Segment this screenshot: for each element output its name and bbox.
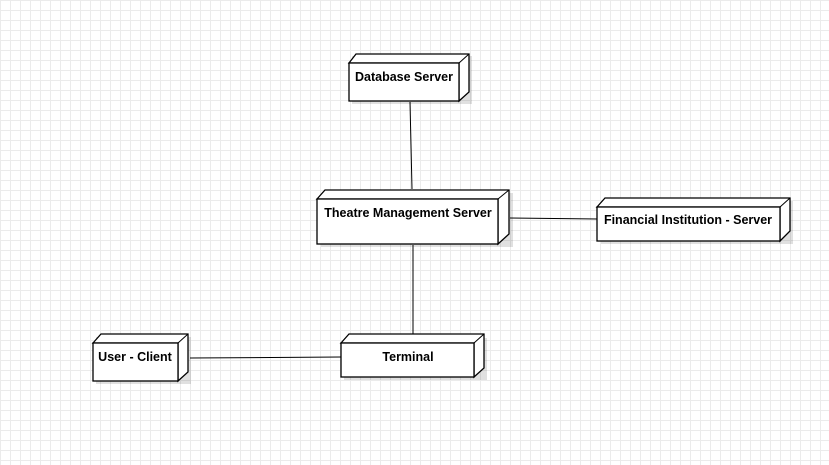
node-terminal[interactable]: Terminal (339, 333, 487, 380)
connector-user-to-terminal[interactable] (189, 356, 342, 359)
node-label-theatre-management-server: Theatre Management Server (324, 206, 492, 220)
node-label-database-server: Database Server (355, 70, 453, 84)
node-financial-institution-server[interactable]: Financial Institution - Server (595, 197, 793, 244)
node-label-user-client: User - Client (98, 350, 172, 364)
node-database-server[interactable]: Database Server (347, 53, 472, 104)
node-user-client[interactable]: User - Client (91, 333, 191, 384)
node-theatre-management-server[interactable]: Theatre Management Server (315, 189, 513, 247)
node-label-terminal: Terminal (382, 350, 433, 364)
connector-theatre-to-financial[interactable] (509, 217, 599, 220)
node-label-financial-institution-server: Financial Institution - Server (604, 213, 772, 227)
connector-database-to-theatre[interactable] (409, 101, 413, 190)
